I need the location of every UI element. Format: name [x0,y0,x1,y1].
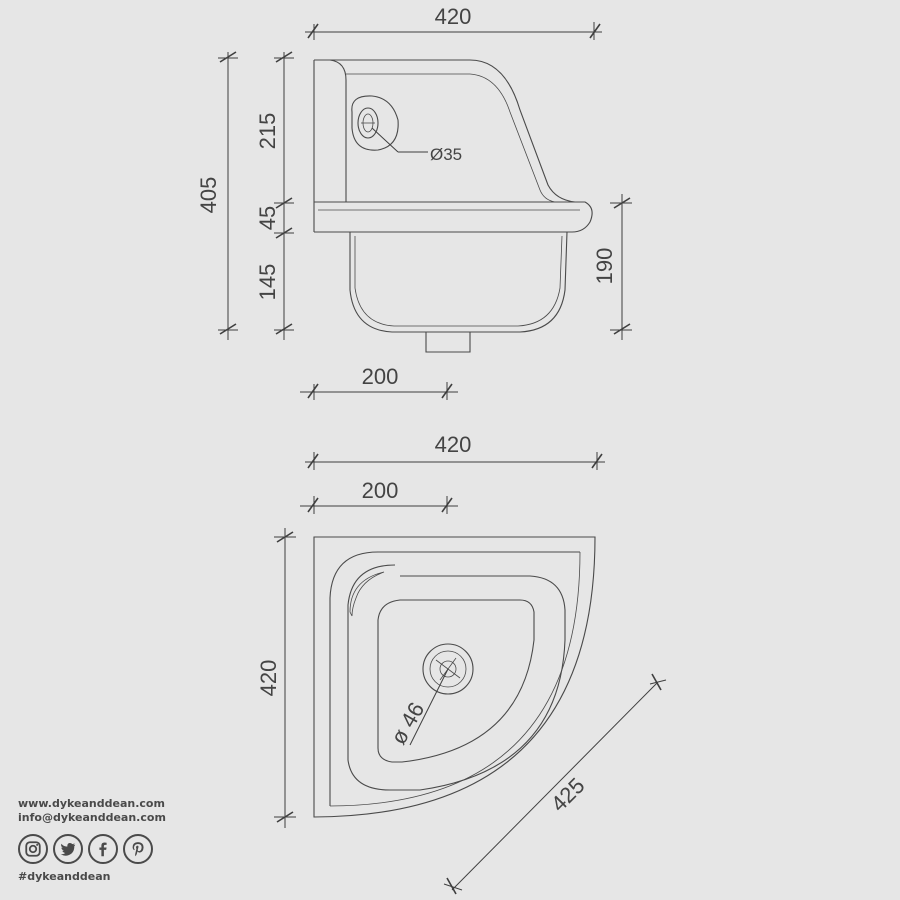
side-outer-profile [314,59,576,203]
contact-block: www.dykeanddean.com info@dykeanddean.com [18,797,166,825]
overflow-fitting [351,95,428,153]
side-total-height-label: 405 [196,177,221,214]
social-links [18,834,153,864]
plan-bowl-outer [347,564,566,791]
plan-waste [409,643,474,746]
plan-bowl-inner [377,599,535,763]
side-inner-profile [346,73,556,203]
hashtag-label: #dykeanddean [18,870,111,883]
facebook-icon[interactable] [88,834,118,864]
waste-diameter-label: ø 46 [386,698,430,749]
side-right-height-label: 190 [592,248,617,285]
email-link[interactable]: info@dykeanddean.com [18,811,166,824]
side-rim [314,201,593,233]
plan-waste-offset-label: 200 [362,478,399,503]
side-inner-back [329,59,347,202]
side-upper-height-label: 215 [255,113,280,150]
twitter-icon[interactable] [53,834,83,864]
pinterest-icon[interactable] [123,834,153,864]
side-rim-height-label: 45 [255,206,280,230]
plan-depth-label: 420 [256,660,281,697]
overflow-diameter-label: Ø35 [430,145,462,164]
side-width-label: 420 [435,4,472,29]
side-waste-outlet [425,332,471,353]
side-bowl-inner [354,235,563,327]
instagram-icon[interactable] [18,834,48,864]
website-link[interactable]: www.dykeanddean.com [18,797,165,810]
plan-rim-curve [329,551,581,807]
side-bowl-height-label: 145 [255,264,280,301]
plan-view: 420 200 420 425 ø 46 [256,432,667,895]
side-waste-offset-label: 200 [362,364,399,389]
plan-rim-edge [329,551,580,806]
side-bowl [349,231,568,333]
plan-outline [313,536,596,818]
plan-overflow-slot [349,571,385,617]
side-view: 420 405 215 45 145 190 200 Ø35 [196,4,632,400]
plan-width-label: 420 [435,432,472,457]
plan-diagonal-label: 425 [546,773,590,817]
